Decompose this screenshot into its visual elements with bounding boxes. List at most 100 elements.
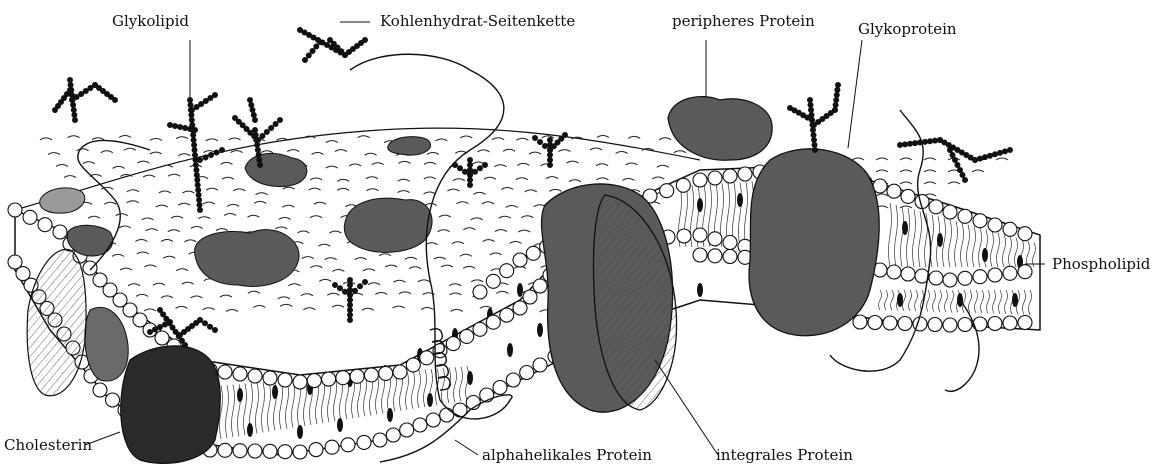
sugar-bead — [808, 98, 812, 102]
sugar-bead — [249, 103, 253, 107]
surface-dash — [119, 136, 131, 138]
cholesterol-mark — [467, 371, 473, 385]
surface-dash — [460, 254, 472, 256]
sugar-bead — [348, 288, 352, 292]
surface-dash — [283, 187, 295, 189]
cholesterol-mark — [507, 343, 513, 357]
surface-dash — [224, 214, 236, 216]
phospholipid-head — [1018, 227, 1032, 241]
surface-dash — [176, 269, 188, 271]
sugar-bead — [903, 142, 907, 146]
sugar-bead — [198, 318, 202, 322]
surface-dash — [471, 280, 483, 282]
surface-dash — [156, 205, 168, 207]
sugar-bead — [70, 98, 74, 102]
sugar-bead — [363, 280, 367, 284]
sugar-bead — [278, 118, 282, 122]
sugar-bead — [209, 153, 213, 157]
surface-protein-4 — [388, 137, 431, 155]
sugar-bead — [257, 158, 261, 162]
phospholipid-head — [379, 366, 393, 380]
surface-dash — [494, 165, 506, 167]
sugar-bead — [198, 158, 202, 162]
sugar-bead — [113, 98, 117, 102]
surface-dash — [460, 136, 472, 138]
surface-dash — [191, 296, 203, 298]
surface-dash — [363, 269, 375, 271]
sugar-bead — [998, 151, 1002, 155]
surface-dash — [312, 153, 324, 155]
sugar-bead — [256, 148, 260, 152]
sugar-bead — [193, 153, 197, 157]
sugar-bead — [548, 163, 552, 167]
phospholipid-head — [440, 408, 454, 422]
sugar-bead — [913, 141, 917, 145]
sugar-bead — [955, 163, 959, 167]
phospholipid-head — [446, 337, 460, 351]
sugar-bead — [53, 108, 57, 112]
phospholipid-head — [23, 210, 37, 224]
sugar-bead — [68, 78, 72, 82]
sugar-bead — [563, 133, 567, 137]
surface-dash — [622, 179, 634, 181]
surface-dash — [948, 182, 960, 184]
phospholipid-head — [973, 270, 987, 284]
sugar-bead — [191, 133, 195, 137]
surface-protein-2 — [195, 230, 300, 287]
surface-dash — [506, 206, 518, 208]
surface-dash — [996, 158, 1008, 160]
surface-dash — [297, 231, 309, 233]
surface-dash — [510, 242, 522, 244]
sugar-bead — [348, 293, 352, 297]
label-kohlenhydrat: Kohlenhydrat-Seitenkette — [380, 14, 575, 29]
phospholipid-head — [1003, 316, 1017, 330]
sugar-bead — [148, 330, 152, 334]
sugar-bead — [248, 98, 252, 102]
sugar-bead — [158, 325, 162, 329]
phospholipid-head — [1003, 222, 1017, 236]
surface-dash — [900, 158, 912, 160]
surface-dash — [453, 179, 465, 181]
surface-dash — [309, 188, 321, 190]
sugar-bead — [189, 113, 193, 117]
phospholipid-head — [973, 214, 987, 228]
sugar-bead — [79, 92, 83, 96]
sugar-bead — [197, 203, 201, 207]
surface-dash — [280, 304, 292, 306]
cholesterol-mark — [937, 233, 943, 247]
sugar-bead — [318, 40, 322, 44]
phospholipid-head — [53, 225, 67, 239]
phospholipid-head — [523, 290, 537, 304]
surface-dash — [924, 158, 936, 160]
surface-dash — [216, 229, 228, 231]
surface-dash — [426, 243, 438, 245]
surface-dash — [546, 177, 558, 179]
surface-dash — [64, 176, 76, 178]
sugar-bead — [333, 283, 337, 287]
sugar-bead — [194, 105, 198, 109]
surface-dash — [178, 154, 190, 156]
phospholipid-head — [248, 444, 262, 458]
sugar-bead — [348, 278, 352, 282]
sugar-bead — [983, 155, 987, 159]
sugar-bead — [220, 148, 224, 152]
phospholipid-head — [307, 374, 321, 388]
sugar-bead — [192, 143, 196, 147]
sugar-bead — [314, 44, 318, 48]
sugar-bead — [208, 325, 212, 329]
phospholipid-head — [8, 203, 22, 217]
phospholipid-head — [520, 366, 534, 380]
phospholipid-head — [901, 267, 915, 281]
phospholipid-head — [486, 274, 500, 288]
surface-dash — [88, 216, 100, 218]
surface-dash — [220, 295, 232, 297]
surface-dash — [127, 190, 139, 192]
phospholipid-head — [473, 322, 487, 336]
surface-dash — [451, 309, 463, 311]
sugar-bead — [72, 113, 76, 117]
surface-dash — [233, 189, 245, 191]
phospholipid-head — [887, 265, 901, 279]
phospholipid-head — [929, 200, 943, 214]
surface-dash — [567, 161, 579, 163]
phospholipid-head — [723, 169, 737, 183]
